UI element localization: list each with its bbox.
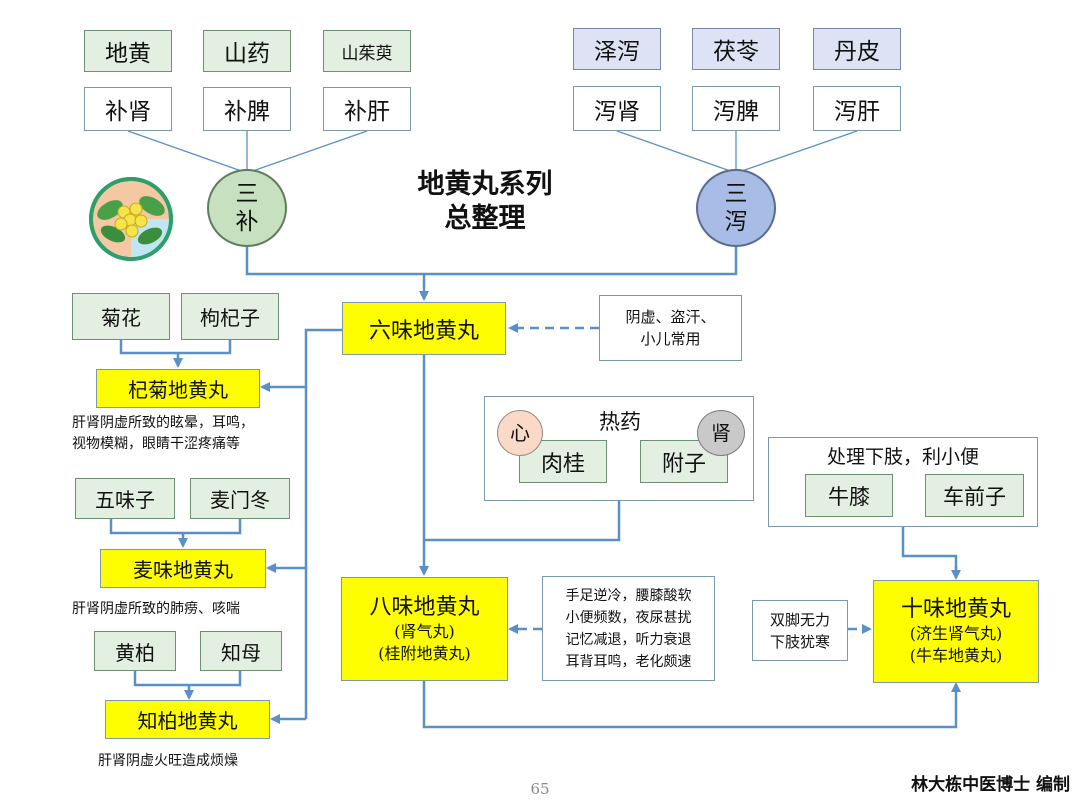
hot-herbs-label: 热药 xyxy=(599,410,641,434)
herb-label: 五味子 xyxy=(95,488,155,512)
herb-zhimu-box: 知母 xyxy=(200,631,282,671)
formula-alias: (桂附地黄丸) xyxy=(378,643,471,663)
herb-label: 知母 xyxy=(221,640,261,665)
effect-label: 泻肝 xyxy=(834,98,880,125)
formula-name: 十味地黄丸 xyxy=(900,597,1011,622)
heart-circle: 心 xyxy=(497,410,543,456)
herb-label: 泽泻 xyxy=(594,39,640,65)
herb-label: 车前子 xyxy=(943,484,1006,509)
formula-alias: (济生肾气丸) xyxy=(909,624,1003,643)
herb-label: 附子 xyxy=(661,451,706,477)
effect-label: 泻脾 xyxy=(713,98,759,125)
zhibai-box: 知柏地黄丸 xyxy=(105,700,270,739)
desc-line: 肝肾阴虚所致的眩晕，耳鸣， xyxy=(72,415,254,431)
symptom-line: 记忆减退，听力衰退 xyxy=(565,631,692,648)
herb-label: 枸杞子 xyxy=(200,306,260,330)
qiju-desc: 肝肾阴虚所致的眩晕，耳鸣， 视物模糊，眼睛干涩疼痛等 xyxy=(72,413,254,455)
kidney-circle: 肾 xyxy=(697,410,745,456)
liuwei-box: 六味地黄丸 xyxy=(342,302,506,355)
maiwei-box: 麦味地黄丸 xyxy=(100,549,266,588)
indication-line: 阴虚、盗汗、 xyxy=(625,308,716,326)
herb-label: 牛膝 xyxy=(828,484,870,509)
desc-line: 视物模糊，眼睛干涩疼痛等 xyxy=(72,436,240,452)
herb-label: 丹皮 xyxy=(834,39,880,65)
herb-huangbai-box: 黄柏 xyxy=(94,631,176,671)
formula-alias: (肾气丸) xyxy=(394,621,455,641)
indication-line: 双脚无力 xyxy=(769,610,830,629)
formula-name: 知柏地黄丸 xyxy=(137,709,238,733)
herb-label: 地黄 xyxy=(105,41,151,67)
herb-niuxi-box: 牛膝 xyxy=(805,474,893,517)
effect-xiegan-box: 泻肝 xyxy=(813,86,901,131)
herb-fuling-box: 茯苓 xyxy=(692,28,780,70)
three-tonify-circle: 三 补 xyxy=(207,169,287,247)
herb-gouqizi-box: 枸杞子 xyxy=(181,293,279,340)
title-line2: 总整理 xyxy=(444,203,526,234)
herb-maimendong-box: 麦门冬 xyxy=(190,478,290,519)
herb-wuweizi-box: 五味子 xyxy=(75,478,175,519)
herb-label: 山药 xyxy=(224,41,270,67)
circle-char: 三 xyxy=(235,181,259,207)
symptom-line: 小便频数，夜尿甚扰 xyxy=(565,609,692,626)
effect-label: 补肝 xyxy=(344,99,390,125)
bawei-symptoms-box: 手足逆冷，腰膝酸软 小便频数，夜尿甚扰 记忆减退，听力衰退 耳背耳鸣，老化颇速 xyxy=(542,576,715,681)
symptom-line: 手足逆冷，腰膝酸软 xyxy=(565,587,692,604)
circle-char: 肾 xyxy=(711,421,731,445)
maiwei-desc: 肝肾阴虚所致的肺痨、咳喘 xyxy=(72,601,240,617)
herb-label: 茯苓 xyxy=(713,39,759,65)
effect-xiepi-box: 泻脾 xyxy=(692,86,780,131)
effect-label: 补肾 xyxy=(105,99,151,125)
formula-name: 麦味地黄丸 xyxy=(133,558,233,582)
effect-bugan-box: 补肝 xyxy=(323,87,411,131)
indication-line: 小儿常用 xyxy=(640,330,701,348)
herb-juhua-box: 菊花 xyxy=(72,293,170,340)
bawei-box: 八味地黄丸 (肾气丸) (桂附地黄丸) xyxy=(341,577,508,681)
herb-shanzhuyu-box: 山茱萸 xyxy=(323,30,411,72)
herb-danpi-box: 丹皮 xyxy=(813,28,901,70)
shiwei-box: 十味地黄丸 (济生肾气丸) (牛车地黄丸) xyxy=(873,580,1039,683)
herb-label: 麦门冬 xyxy=(210,488,270,512)
effect-bushen-box: 补肾 xyxy=(84,87,172,131)
herb-dihuang-box: 地黄 xyxy=(84,30,172,72)
zhibai-desc: 肝肾阴虚火旺造成烦燥 xyxy=(98,753,238,769)
circle-char: 心 xyxy=(510,421,530,445)
herb-label: 山茱萸 xyxy=(341,43,393,64)
shiwei-indication-box: 双脚无力 下肢犹寒 xyxy=(752,600,848,661)
qiju-box: 杞菊地黄丸 xyxy=(96,369,260,408)
effect-xieshen-box: 泻肾 xyxy=(573,86,661,131)
herb-shanyao-box: 山药 xyxy=(203,30,291,72)
herb-cheqianzi-box: 车前子 xyxy=(925,474,1024,517)
formula-alias: (牛车地黄丸) xyxy=(909,646,1003,665)
circle-char: 三 xyxy=(724,181,748,207)
herb-label: 黄柏 xyxy=(115,640,155,665)
herb-label: 肉桂 xyxy=(540,451,585,477)
formula-name: 八味地黄丸 xyxy=(369,594,480,620)
page-number: 65 xyxy=(530,780,550,798)
flower-icon xyxy=(89,177,173,261)
effect-label: 泻肾 xyxy=(594,98,640,125)
three-drain-circle: 三 泻 xyxy=(696,169,776,247)
page-title: 地黄丸系列 总整理 xyxy=(395,168,575,236)
formula-name: 六味地黄丸 xyxy=(368,318,479,344)
formula-name: 杞菊地黄丸 xyxy=(128,378,228,402)
herb-label: 菊花 xyxy=(101,306,141,330)
lower-limb-label: 处理下肢，利小便 xyxy=(826,446,979,468)
title-line1: 地黄丸系列 xyxy=(417,169,553,200)
effect-bupi-box: 补脾 xyxy=(203,87,291,131)
circle-char: 补 xyxy=(235,209,259,235)
indication-line: 下肢犹寒 xyxy=(769,632,830,651)
symptom-line: 耳背耳鸣，老化颇速 xyxy=(565,653,692,670)
liuwei-indication-box: 阴虚、盗汗、 小儿常用 xyxy=(599,295,742,361)
effect-label: 补脾 xyxy=(224,99,270,125)
circle-char: 泻 xyxy=(724,209,748,235)
herb-zexie-box: 泽泻 xyxy=(573,28,661,70)
author-credit: 林大栋中医博士 编制 xyxy=(911,775,1070,795)
